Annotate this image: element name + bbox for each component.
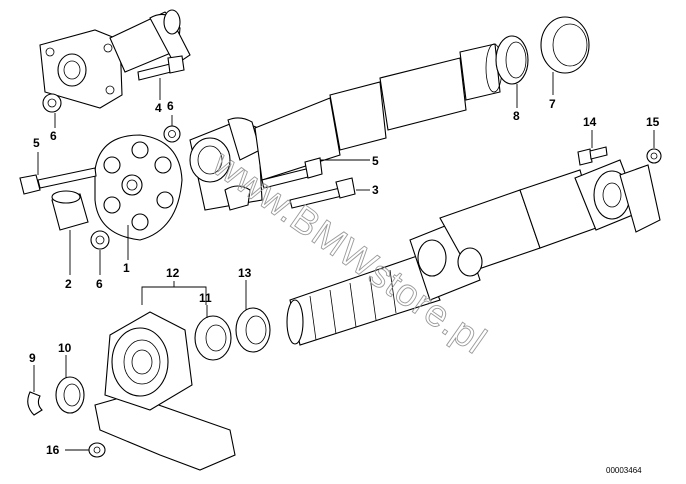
callout-5-left: 5 [33,136,40,150]
circlip-part-9 [27,391,43,416]
sleeve-part-7 [540,16,590,74]
callout-3: 3 [372,183,379,197]
sleeve-part-2 [51,190,89,231]
nut-part-6-lower [90,230,110,250]
nut-part-15 [646,148,662,164]
leader-lines [33,72,655,451]
nut-part-16 [88,442,106,458]
callout-6-middle: 6 [167,99,174,113]
callout-8: 8 [513,109,520,123]
callout-5-right: 5 [372,154,379,168]
callout-13: 13 [238,266,252,280]
callout-7: 7 [549,97,556,111]
callout-10: 10 [58,341,72,355]
callout-1: 1 [123,261,130,275]
callout-11: 11 [199,291,212,305]
bolt-part-3 [289,177,356,209]
callout-12: 12 [166,266,180,280]
callout-9: 9 [29,351,36,365]
nut-part-6-upper [42,93,62,113]
center-bearing-part-12 [94,311,236,471]
nut-part-6-middle [163,125,181,143]
callout-4: 4 [155,101,162,115]
callout-15: 15 [646,115,660,129]
upper-flange-part [39,9,191,109]
callout-14: 14 [583,115,597,129]
callout-2: 2 [65,277,72,291]
ring-part-8 [495,35,529,85]
callout-6-lower: 6 [96,277,103,291]
bearing-part-11 [194,315,232,361]
rear-shaft-part [286,159,661,346]
bolt-part-4 [137,55,185,81]
flex-disc-part-1 [94,134,183,241]
bolt-part-14 [577,146,608,166]
ring-part-13 [235,307,271,353]
bolt-part-5-left [19,167,97,195]
seal-part-10 [55,376,85,414]
callout-6-upper: 6 [50,129,57,143]
callout-16: 16 [46,443,60,457]
callout-labels: 1 2 3 4 5 5 6 6 6 7 8 9 10 11 12 13 14 1… [29,97,660,457]
reference-number: 00003464 [606,466,642,475]
bolt-part-5-right [261,157,323,189]
